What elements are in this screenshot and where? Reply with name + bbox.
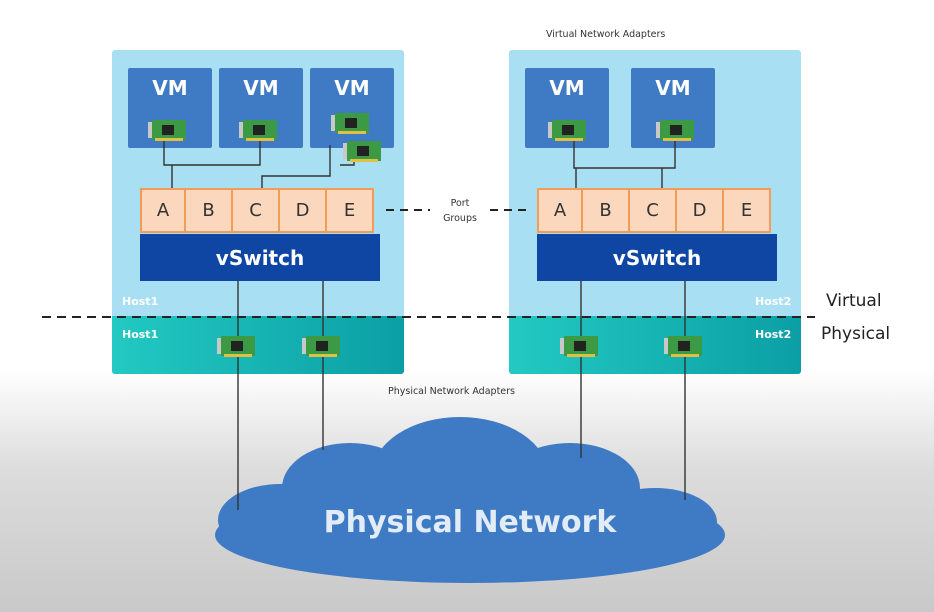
nic-icons xyxy=(148,113,702,357)
vm-label: VM xyxy=(655,76,691,100)
host2-port-d[interactable]: D xyxy=(677,188,724,233)
host1-vm-links xyxy=(163,140,355,188)
port-groups-line2: Groups xyxy=(443,213,477,224)
host1-vm-3[interactable]: VM xyxy=(310,68,394,148)
port-groups-line1: Port xyxy=(450,198,470,209)
host2-vswitch[interactable]: vSwitch xyxy=(537,234,777,281)
host1-port-d[interactable]: D xyxy=(280,188,327,233)
host2-port-b[interactable]: B xyxy=(583,188,630,233)
host2-port-a[interactable]: A xyxy=(537,188,583,233)
vm-label: VM xyxy=(549,76,585,100)
nic-icon xyxy=(664,336,702,357)
host1-physical-label: Host1 xyxy=(122,328,159,341)
host1-port-a[interactable]: A xyxy=(140,188,186,233)
host2-port-c[interactable]: C xyxy=(630,188,677,233)
nic-icon xyxy=(217,336,255,357)
nic-icon xyxy=(239,120,277,141)
host2-physical-strip xyxy=(509,316,801,374)
physical-label: Physical xyxy=(821,324,891,344)
nic-icon xyxy=(302,336,340,357)
host1-virtual-label: Host1 xyxy=(122,295,159,308)
nic-icon xyxy=(343,141,381,162)
host2-port-groups: A B C D E xyxy=(537,188,771,233)
host1-port-groups: A B C D E xyxy=(140,188,374,233)
host2-virtual-label: Host2 xyxy=(755,295,792,308)
vm-label: VM xyxy=(334,76,370,100)
vm-label: VM xyxy=(152,76,188,100)
host2-vm-links xyxy=(573,140,676,188)
cloud-shape xyxy=(215,417,725,583)
host2-physical-label: Host2 xyxy=(755,328,792,341)
uplinks xyxy=(237,281,686,510)
nic-icon xyxy=(560,336,598,357)
virtual-label: Virtual xyxy=(826,291,882,311)
cloud-label: Physical Network xyxy=(323,505,617,540)
vm-label: VM xyxy=(243,76,279,100)
nic-icon xyxy=(656,120,694,141)
port-groups-caption: Port Groups xyxy=(432,196,488,226)
nic-icon xyxy=(331,113,369,134)
nic-icon xyxy=(548,120,586,141)
host1-port-b[interactable]: B xyxy=(186,188,233,233)
host2-port-e[interactable]: E xyxy=(724,188,771,233)
host1-port-c[interactable]: C xyxy=(233,188,280,233)
host1-vswitch[interactable]: vSwitch xyxy=(140,234,380,281)
virtual-adapters-caption: Virtual Network Adapters xyxy=(546,29,666,40)
physical-adapters-caption: Physical Network Adapters xyxy=(388,386,515,397)
nic-icon xyxy=(148,120,186,141)
host1-physical-strip xyxy=(112,316,404,374)
host1-port-e[interactable]: E xyxy=(327,188,374,233)
